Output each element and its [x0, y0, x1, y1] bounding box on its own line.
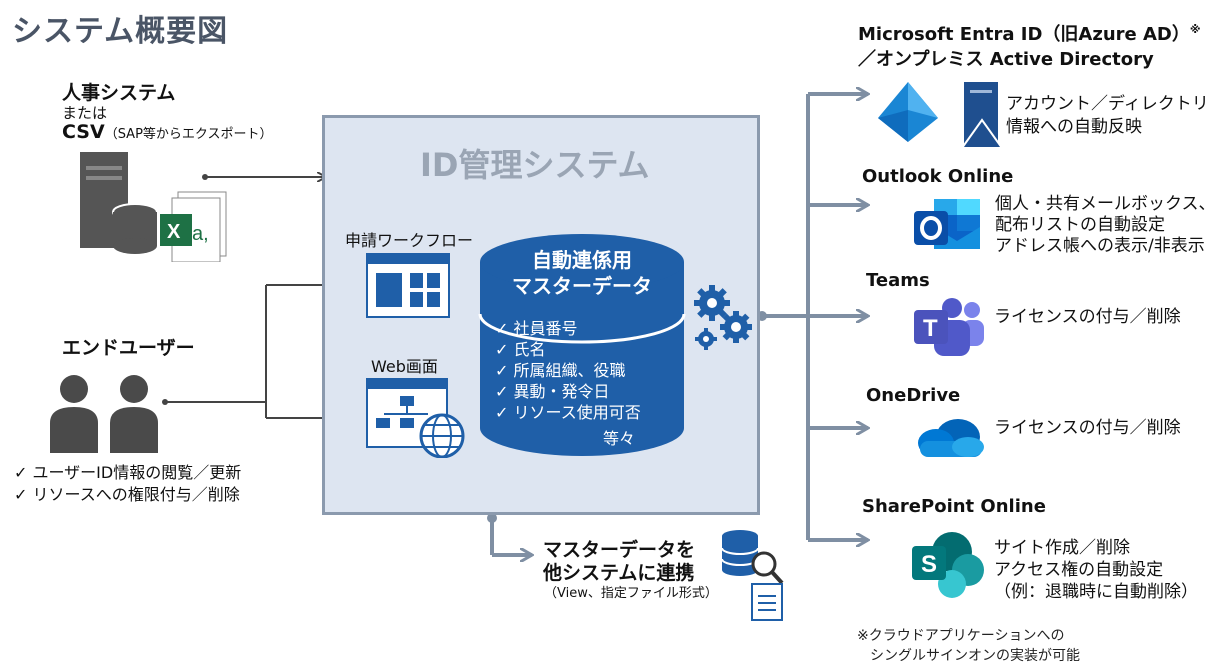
web-screen-icon	[366, 378, 465, 458]
page-title: システム概要図	[12, 14, 229, 49]
master-data-cylinder	[478, 234, 686, 456]
web-screen-label: Web画面	[371, 357, 438, 376]
database-search-icon	[721, 530, 784, 621]
id-management-title: ID管理システム	[420, 146, 650, 184]
users-icon	[50, 375, 158, 453]
outlook-desc-3: アドレス帳への表示/非表示	[995, 236, 1205, 256]
master-items-list: ✓ 社員番号 ✓ 氏名 ✓ 所属組織、役職 ✓ 異動・発令日 ✓ リソース使用可…	[495, 318, 641, 423]
svg-text:T: T	[923, 315, 938, 342]
master-item: ✓ 社員番号	[495, 319, 578, 338]
enduser-check-2: ✓ リソースへの権限付与／削除	[14, 485, 240, 504]
hr-csv-line: CSV（SAP等からエクスポート）	[62, 121, 273, 143]
footnote-1: ※クラウドアプリケーションへの	[857, 628, 1065, 644]
outlook-desc-1: 個人・共有メールボックス、	[995, 194, 1216, 214]
onedrive-title: OneDrive	[866, 385, 961, 406]
server-excel-icon: X a,	[80, 152, 227, 262]
footnote-2: シングルサインオンの実装が可能	[870, 648, 1080, 664]
workflow-label: 申請ワークフロー	[345, 231, 474, 250]
hr-system-label: 人事システム	[62, 82, 176, 104]
master-item: ✓ 氏名	[495, 340, 546, 359]
onedrive-desc: ライセンスの付与／削除	[994, 418, 1181, 438]
master-item: ✓ 異動・発令日	[495, 382, 610, 401]
svg-text:X: X	[167, 221, 181, 243]
entra-title-text: Microsoft Entra ID（旧Azure AD）	[858, 24, 1190, 45]
master-item: ✓ リソース使用可否	[495, 403, 641, 422]
master-title-2: マスターデータ	[512, 274, 652, 298]
entra-desc-2: 情報への自動反映	[1006, 117, 1142, 137]
export-line-2: 他システムに連携	[543, 562, 695, 584]
csv-label: CSV	[62, 121, 105, 143]
master-title-1: 自動連係用	[532, 248, 632, 272]
enduser-label: エンドユーザー	[62, 337, 195, 359]
sharepoint-desc-1: サイト作成／削除	[994, 538, 1130, 558]
enduser-check-1: ✓ ユーザーID情報の閲覧／更新	[14, 463, 242, 482]
master-etc: 等々	[603, 429, 636, 448]
export-line-1: マスターデータを	[543, 539, 696, 561]
sharepoint-title: SharePoint Online	[862, 496, 1046, 517]
outlook-desc-2: 配布リストの自動設定	[995, 215, 1165, 235]
entra-desc-1: アカウント／ディレクトリ	[1006, 94, 1209, 114]
sharepoint-desc-3: （例：退職時に自動削除）	[994, 582, 1198, 602]
hr-or-label: または	[62, 104, 108, 122]
entra-title-2: ／オンプレミス Active Directory	[858, 49, 1154, 70]
sharepoint-desc-2: アクセス権の自動設定	[994, 560, 1164, 580]
teams-icon: T	[914, 298, 984, 356]
outlook-icon	[914, 199, 980, 249]
teams-desc: ライセンスの付与／削除	[994, 307, 1181, 327]
csv-sub-label: （SAP等からエクスポート）	[104, 127, 273, 142]
onedrive-icon	[918, 419, 984, 457]
svg-text:a,: a,	[192, 223, 209, 245]
entra-title-1: Microsoft Entra ID（旧Azure AD）※	[858, 20, 1201, 46]
outlook-title: Outlook Online	[862, 166, 1014, 187]
teams-title: Teams	[866, 270, 930, 291]
sharepoint-icon: S	[912, 532, 984, 598]
export-sub: （View、指定ファイル形式）	[544, 586, 718, 601]
workflow-window-icon	[366, 253, 450, 318]
master-item: ✓ 所属組織、役職	[495, 361, 626, 380]
gears-icon	[694, 285, 752, 350]
svg-text:S: S	[921, 551, 937, 578]
entra-ad-icon	[878, 82, 1004, 149]
entra-mark: ※	[1189, 23, 1201, 36]
